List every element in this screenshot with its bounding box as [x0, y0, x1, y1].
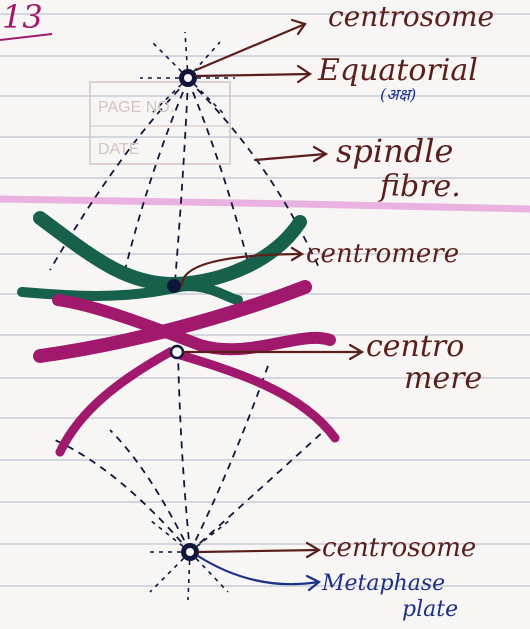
label-centrosome-top: centrosome [328, 0, 494, 33]
label-plate: plate [402, 597, 458, 622]
label-spindle: spindle [336, 132, 453, 170]
magenta-centromere [171, 346, 183, 358]
bottom-centrosome [181, 543, 199, 561]
spindle-fibres [50, 80, 325, 552]
label-fibre: fibre. [378, 169, 461, 204]
label-centromere-pink-1: centro [366, 329, 464, 364]
label-centromere-green: centromere [306, 239, 459, 269]
green-chromosome [22, 218, 300, 300]
page-number: 13 [2, 0, 43, 36]
label-centrosome-bottom: centrosome [322, 533, 476, 563]
label-centromere-pink-2: mere [404, 361, 482, 396]
top-centrosome [179, 69, 197, 87]
metaphase-arrow [198, 556, 319, 590]
green-centromere [167, 279, 181, 293]
label-equatorial-hindi: (अक्ष) [380, 85, 416, 104]
magenta-chromosome [40, 287, 335, 452]
label-metaphase: Metaphase [321, 571, 445, 596]
label-equatorial: Equatorial [317, 53, 478, 88]
stamp-page-label: PAGE NO. [98, 99, 174, 116]
stamp-date-label: DATE [98, 141, 139, 158]
